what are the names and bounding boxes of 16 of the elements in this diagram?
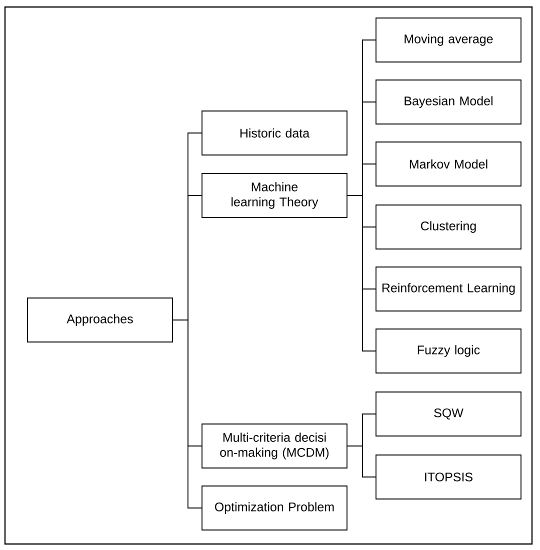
box: Optimization Problem bbox=[202, 486, 348, 530]
box: Moving average bbox=[376, 18, 522, 62]
box: Approaches bbox=[27, 298, 173, 342]
box: Reinforcement Learning bbox=[376, 266, 522, 312]
connector bbox=[347, 446, 376, 478]
box: Bayesian Model bbox=[376, 80, 522, 124]
box: SQW bbox=[376, 392, 522, 436]
box: Clustering bbox=[376, 204, 522, 250]
box: ITOPSIS bbox=[376, 454, 522, 500]
connector bbox=[172, 320, 202, 508]
box: Multi-criteria decisi on-making (MCDM) bbox=[202, 424, 348, 468]
box: Machine learning Theory bbox=[202, 173, 348, 218]
box: Markov Model bbox=[376, 142, 522, 186]
connector bbox=[347, 195, 376, 352]
box: Historic data bbox=[202, 110, 348, 156]
box: Fuzzy logic bbox=[376, 328, 522, 374]
